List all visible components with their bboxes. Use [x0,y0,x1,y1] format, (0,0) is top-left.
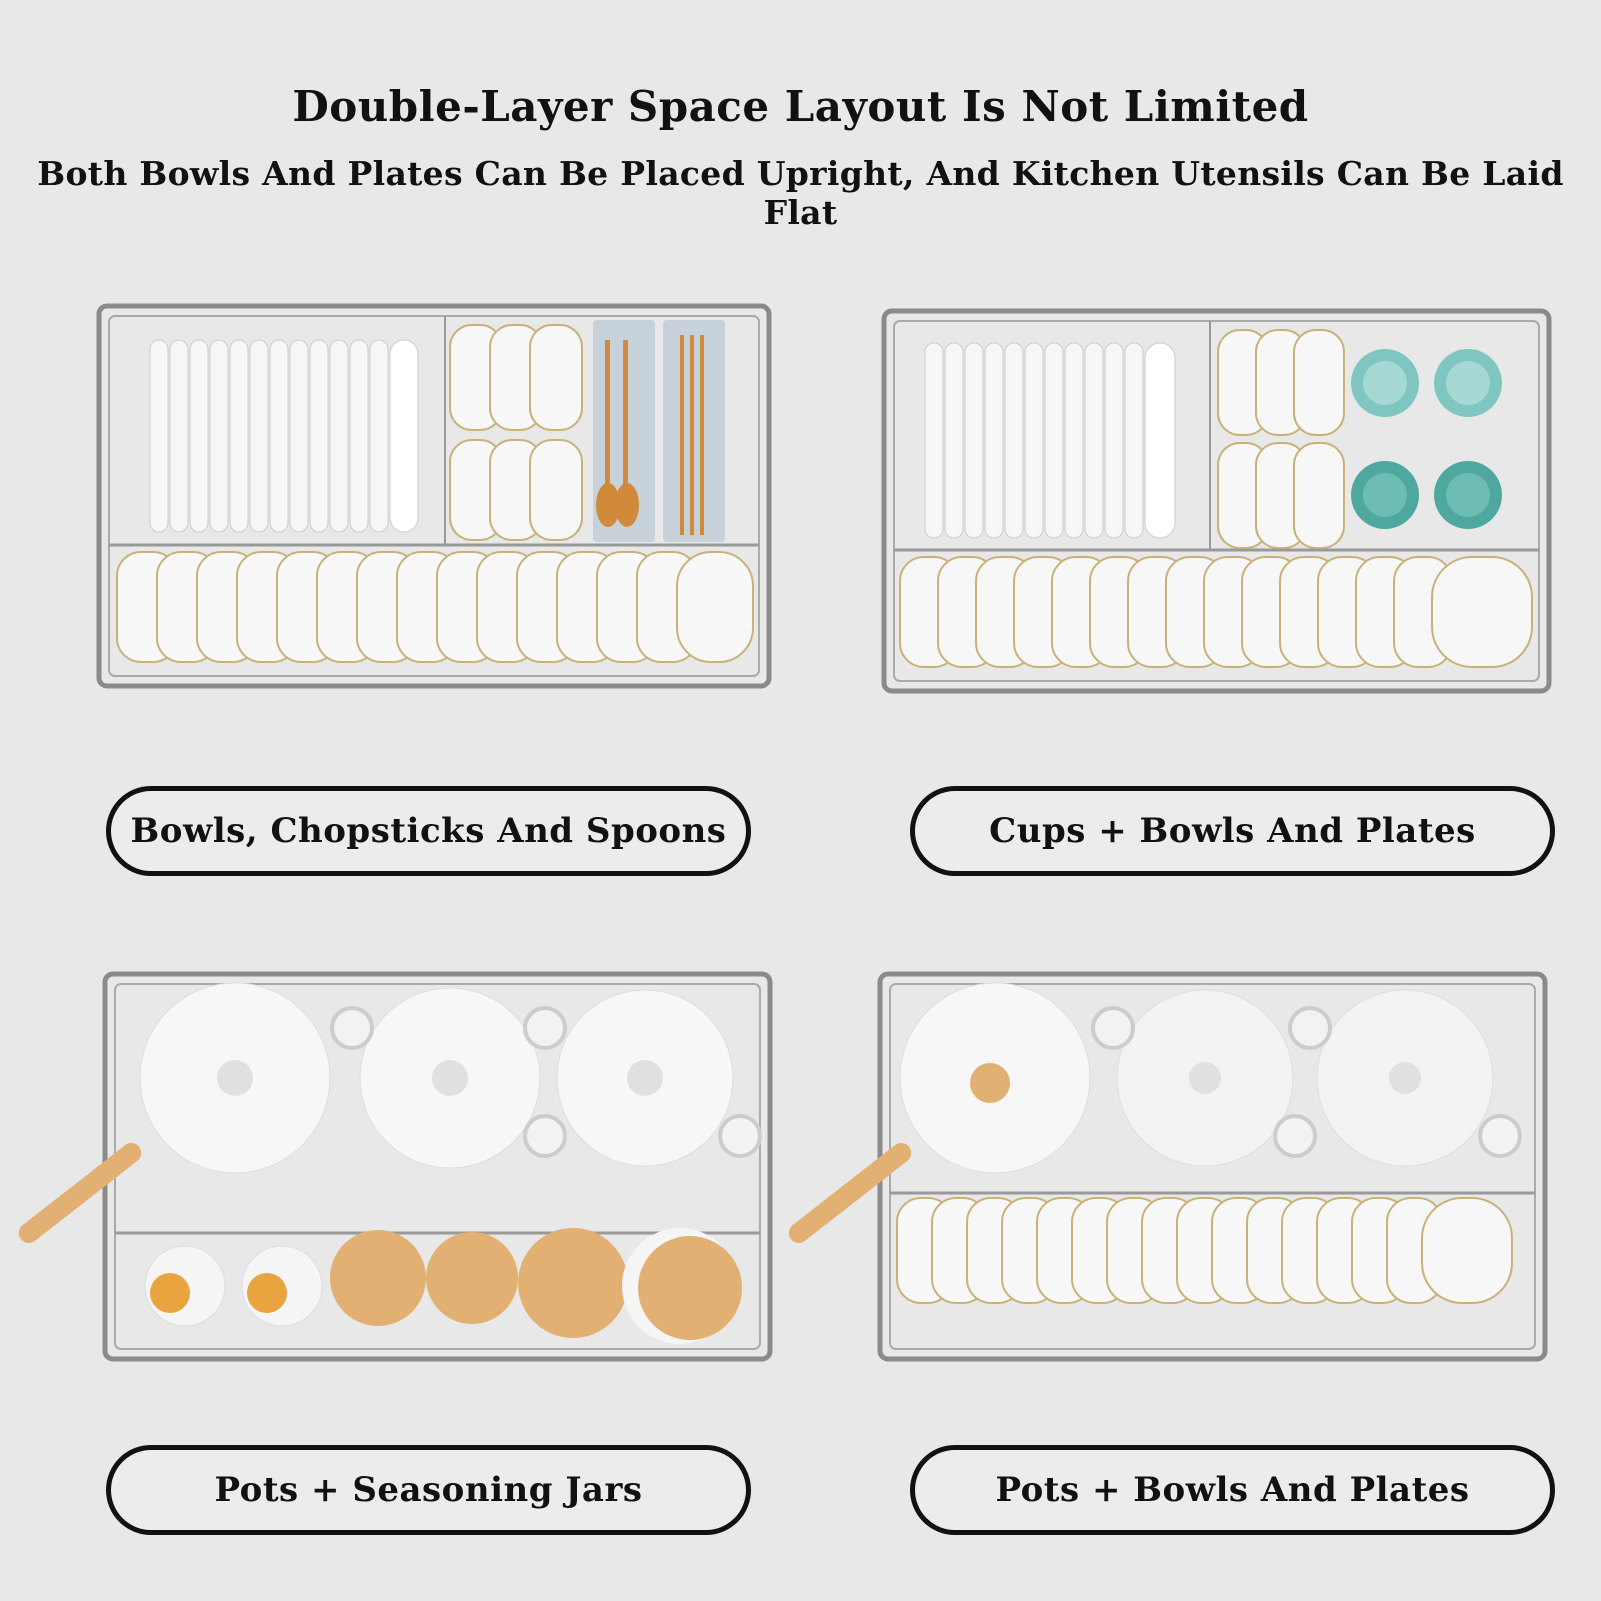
cups-group [1351,349,1502,529]
rack-cups-bowls-plates-image [880,305,1560,705]
rack-pots-seasoning-jars-image [10,968,780,1373]
rack-pots-bowls-plates-image [785,968,1560,1373]
label-pots-seasoning-jars: Pots + Seasoning Jars [106,1445,751,1535]
pan-icon [788,982,1091,1244]
pot-icon-2 [523,989,762,1167]
pot-icon [1091,989,1317,1167]
plates-group [149,339,419,533]
seasoning-jars-group [144,1228,742,1344]
pot-icon [330,987,567,1169]
rack-bowls-chopsticks-spoons-image [95,300,775,700]
pan-icon [18,982,331,1244]
page-title: Double-Layer Space Layout Is Not Limited [292,82,1309,131]
pot-icon-2 [1288,989,1522,1167]
label-bowls-chopsticks-spoons: Bowls, Chopsticks And Spoons [106,786,751,876]
label-cups-bowls-plates: Cups + Bowls And Plates [910,786,1555,876]
page-subtitle: Both Bowls And Plates Can Be Placed Upri… [37,154,1564,232]
label-pots-bowls-plates: Pots + Bowls And Plates [910,1445,1555,1535]
